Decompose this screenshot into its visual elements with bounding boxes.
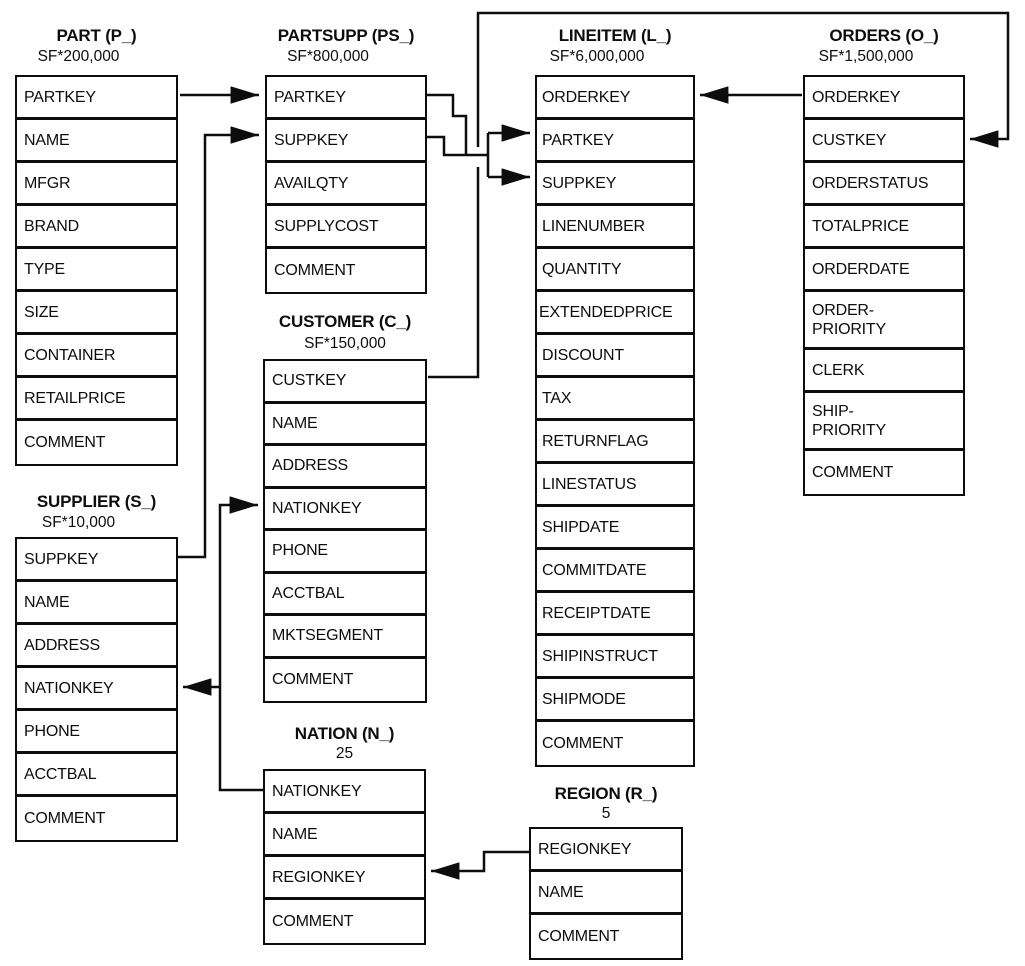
table-row: TAX bbox=[537, 378, 693, 421]
region-table: REGIONKEY NAME COMMENT bbox=[529, 827, 683, 960]
table-row: SUPPLYCOST bbox=[267, 206, 425, 249]
lineitem-table: ORDERKEY PARTKEY SUPPKEY LINENUMBER QUAN… bbox=[535, 75, 695, 767]
table-row: TYPE bbox=[17, 249, 176, 292]
table-row: RETAILPRICE bbox=[17, 378, 176, 421]
nation-table: NATIONKEY NAME REGIONKEY COMMENT bbox=[263, 769, 426, 945]
table-row: ADDRESS bbox=[17, 625, 176, 668]
partsupp-table: PARTKEY SUPPKEY AVAILQTY SUPPLYCOST COMM… bbox=[265, 75, 427, 294]
partsupp-table-title: PARTSUPP (PS_) bbox=[277, 26, 415, 45]
region-table-title: REGION (R_) bbox=[554, 784, 658, 803]
table-row: ORDERKEY bbox=[537, 77, 693, 120]
table-row: PHONE bbox=[265, 531, 425, 574]
table-row: NATIONKEY bbox=[265, 488, 425, 531]
table-row: QUANTITY bbox=[537, 249, 693, 292]
table-row: NATIONKEY bbox=[265, 771, 424, 814]
table-row: TOTALPRICE bbox=[805, 206, 963, 249]
table-row: COMMENT bbox=[17, 797, 176, 840]
table-row: ORDERDATE bbox=[805, 249, 963, 292]
table-row: PARTKEY bbox=[267, 77, 425, 120]
table-row: SUPPKEY bbox=[537, 163, 693, 206]
table-row: MKTSEGMENT bbox=[265, 616, 425, 659]
part-cardinality: SF*200,000 bbox=[37, 48, 120, 65]
table-row: MFGR bbox=[17, 163, 176, 206]
customer-table-title: CUSTOMER (C_) bbox=[278, 312, 412, 331]
table-row: RECEIPTDATE bbox=[537, 593, 693, 636]
table-row: COMMENT bbox=[531, 915, 681, 958]
part-table-title: PART (P_) bbox=[56, 26, 137, 45]
region-cardinality: 5 bbox=[601, 805, 611, 822]
arrow-nation-nationkey-to-customer-nationkey bbox=[218, 496, 263, 792]
wire-partsupp-suppkey-stub bbox=[427, 135, 466, 157]
table-row: ACCTBAL bbox=[17, 754, 176, 797]
customer-table: CUSTKEY NAME ADDRESS NATIONKEY PHONE ACC… bbox=[263, 359, 427, 703]
table-row: RETURNFLAG bbox=[537, 421, 693, 464]
nation-table-title: NATION (N_) bbox=[294, 724, 395, 743]
table-row: COMMITDATE bbox=[537, 550, 693, 593]
table-row: LINESTATUS bbox=[537, 464, 693, 507]
table-row: NAME bbox=[17, 120, 176, 163]
wire-partsupp-partkey-stub bbox=[427, 93, 468, 155]
table-row: LINENUMBER bbox=[537, 206, 693, 249]
orders-table-title: ORDERS (O_) bbox=[829, 26, 939, 45]
arrow-region-regionkey-to-nation-regionkey bbox=[431, 850, 529, 880]
supplier-cardinality: SF*10,000 bbox=[41, 514, 116, 531]
customer-cardinality: SF*150,000 bbox=[304, 335, 386, 352]
table-row: COMMENT bbox=[265, 658, 425, 701]
wire-customer-custkey-stub bbox=[428, 167, 480, 379]
table-row: PARTKEY bbox=[17, 77, 176, 120]
arrow-supplier-suppkey-to-partsupp-suppkey bbox=[178, 126, 259, 559]
table-row: PARTKEY bbox=[537, 120, 693, 163]
arrow-customer-custkey-to-orders-custkey bbox=[476, 11, 1010, 148]
table-row: SHIPDATE bbox=[537, 507, 693, 550]
table-row: SHIPMODE bbox=[537, 679, 693, 722]
table-row: COMMENT bbox=[17, 421, 176, 464]
table-row: NAME bbox=[17, 582, 176, 625]
table-row: COMMENT bbox=[537, 722, 693, 765]
table-row: NAME bbox=[265, 814, 424, 857]
table-row: SHIP- PRIORITY bbox=[805, 393, 963, 451]
table-row: REGIONKEY bbox=[265, 857, 424, 900]
table-row: SIZE bbox=[17, 292, 176, 335]
part-table: PARTKEY NAME MFGR BRAND TYPE SIZE CONTAI… bbox=[15, 75, 178, 466]
table-row: ORDER- PRIORITY bbox=[805, 292, 963, 350]
orders-table: ORDERKEY CUSTKEY ORDERSTATUS TOTALPRICE … bbox=[803, 75, 965, 496]
supplier-table-title: SUPPLIER (S_) bbox=[36, 492, 157, 511]
lineitem-table-title: LINEITEM (L_) bbox=[558, 26, 672, 45]
table-row: ORDERKEY bbox=[805, 77, 963, 120]
table-row: NAME bbox=[531, 872, 681, 915]
table-row: CLERK bbox=[805, 350, 963, 393]
partsupp-cardinality: SF*800,000 bbox=[287, 48, 369, 65]
table-row: COMMENT bbox=[267, 249, 425, 292]
table-row: COMMENT bbox=[805, 451, 963, 494]
table-row: EXTENDEDPRICE bbox=[537, 292, 693, 335]
supplier-table: SUPPKEY NAME ADDRESS NATIONKEY PHONE ACC… bbox=[15, 537, 178, 842]
table-row: CONTAINER bbox=[17, 335, 176, 378]
table-row: CUSTKEY bbox=[265, 361, 425, 404]
table-row: SUPPKEY bbox=[267, 120, 425, 163]
table-row: SUPPKEY bbox=[17, 539, 176, 582]
table-row: CUSTKEY bbox=[805, 120, 963, 163]
table-row: PHONE bbox=[17, 711, 176, 754]
table-row: NAME bbox=[265, 403, 425, 446]
table-row: DISCOUNT bbox=[537, 335, 693, 378]
table-row: ORDERSTATUS bbox=[805, 163, 963, 206]
nation-cardinality: 25 bbox=[335, 745, 354, 762]
table-row: AVAILQTY bbox=[267, 163, 425, 206]
table-row: ACCTBAL bbox=[265, 573, 425, 616]
table-row: ADDRESS bbox=[265, 446, 425, 489]
table-row: SHIPINSTRUCT bbox=[537, 636, 693, 679]
table-row: BRAND bbox=[17, 206, 176, 249]
table-row: NATIONKEY bbox=[17, 668, 176, 711]
lineitem-cardinality: SF*6,000,000 bbox=[549, 48, 645, 65]
orders-cardinality: SF*1,500,000 bbox=[818, 48, 914, 65]
table-row: REGIONKEY bbox=[531, 829, 681, 872]
table-row: COMMENT bbox=[265, 900, 424, 943]
